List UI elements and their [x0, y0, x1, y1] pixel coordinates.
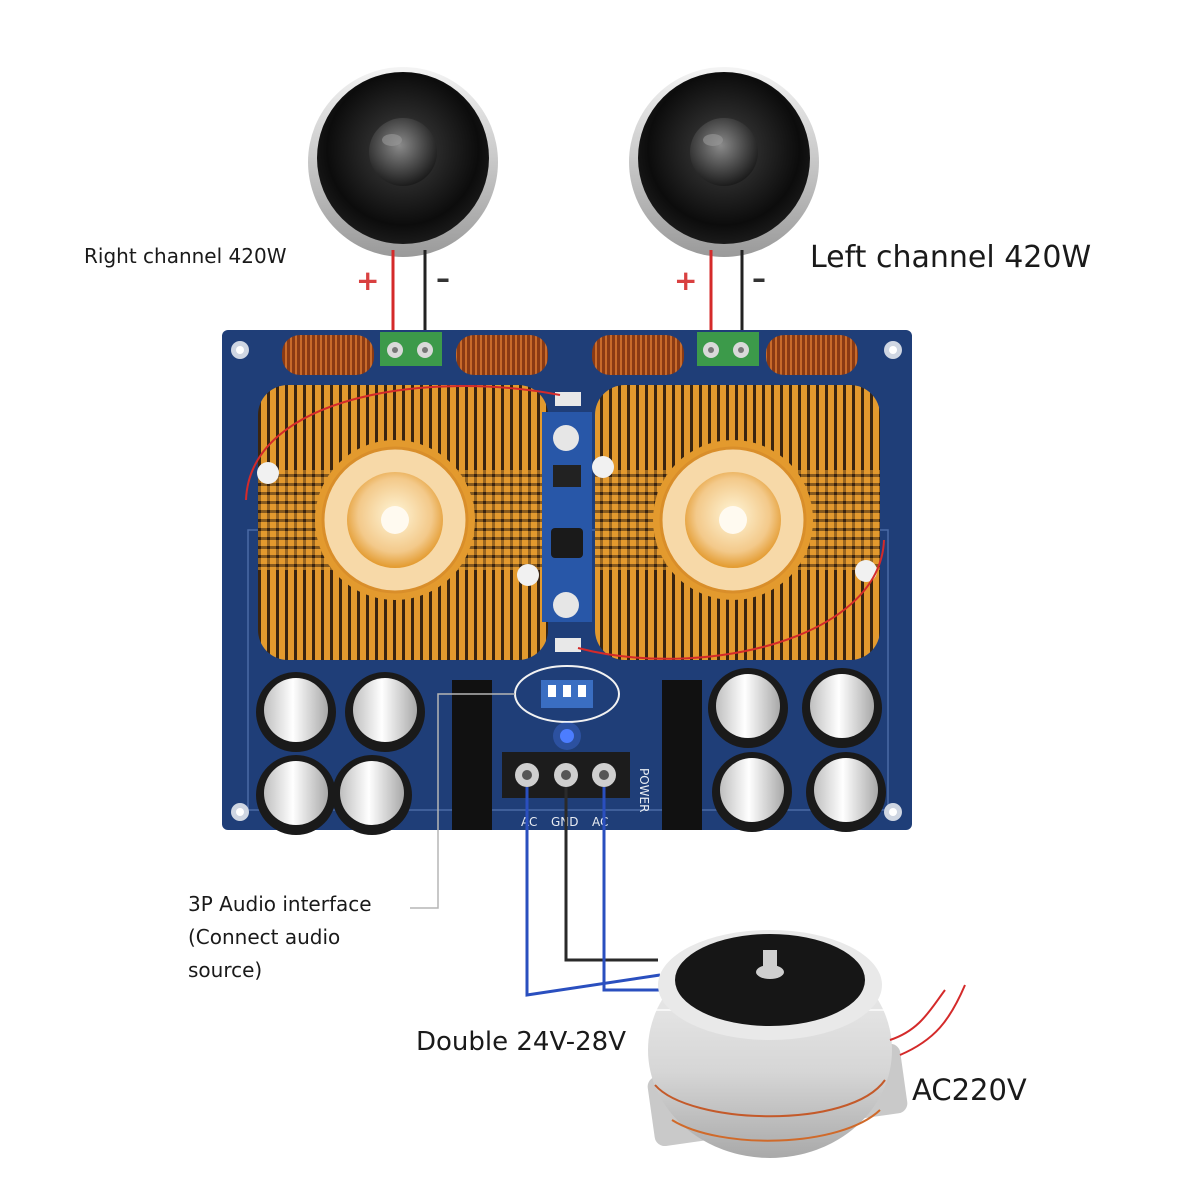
- capacitor: [332, 755, 412, 835]
- capacitor: [256, 672, 336, 752]
- silk-power: POWER: [637, 768, 651, 812]
- right-channel-label: Right channel 420W: [84, 244, 287, 268]
- filter-capacitors: [256, 668, 886, 835]
- capacitor: [345, 672, 425, 752]
- right-speaker-terminal: [380, 332, 442, 366]
- left-minus-mark: –: [752, 262, 766, 295]
- right-speaker: [308, 67, 498, 257]
- audio-interface-leader: [410, 693, 515, 909]
- audio-interface-label-line2: (Connect audio: [188, 925, 341, 949]
- power-led: [560, 729, 574, 743]
- right-cooling-fan: [321, 446, 469, 594]
- fan-wire: [245, 385, 561, 501]
- silk-ac-left: AC: [521, 815, 537, 829]
- capacitor: [802, 668, 882, 748]
- standoffs: [257, 456, 877, 586]
- fan-connector: [555, 638, 581, 652]
- fan-power-module: [542, 412, 592, 622]
- inductor-coils: [282, 335, 858, 375]
- amplifier-chip: [662, 680, 702, 830]
- silk-ac-right: AC: [592, 815, 608, 829]
- mains-voltage-label: AC220V: [912, 1073, 1027, 1107]
- right-minus-mark: –: [436, 262, 450, 295]
- audio-interface-label-line3: source): [188, 958, 263, 982]
- mains-wires: [889, 984, 966, 1056]
- transformer-top-plate: [675, 934, 865, 1026]
- left-speaker-terminal: [697, 332, 759, 366]
- amplifier-chip: [452, 680, 492, 830]
- left-speaker: [629, 67, 819, 257]
- left-plus-mark: +: [674, 264, 697, 297]
- toroidal-transformer: [647, 930, 908, 1158]
- left-channel-label: Left channel 420W: [810, 240, 1092, 275]
- capacitor: [708, 668, 788, 748]
- audio-interface-label-line1: 3P Audio interface: [188, 892, 372, 916]
- right-plus-mark: +: [356, 264, 379, 297]
- capacitor: [712, 752, 792, 832]
- supply-wires: [525, 787, 661, 997]
- audio-interface-label: 3P Audio interface (Connect audio source…: [188, 888, 408, 987]
- fan-connector: [555, 392, 581, 406]
- left-cooling-fan: [659, 446, 807, 594]
- capacitor: [806, 752, 886, 832]
- supply-voltage-label: Double 24V-28V: [416, 1027, 626, 1057]
- fan-wire: [577, 539, 885, 660]
- amplifier-board: AC GND AC POWER: [222, 330, 912, 835]
- capacitor: [256, 755, 336, 835]
